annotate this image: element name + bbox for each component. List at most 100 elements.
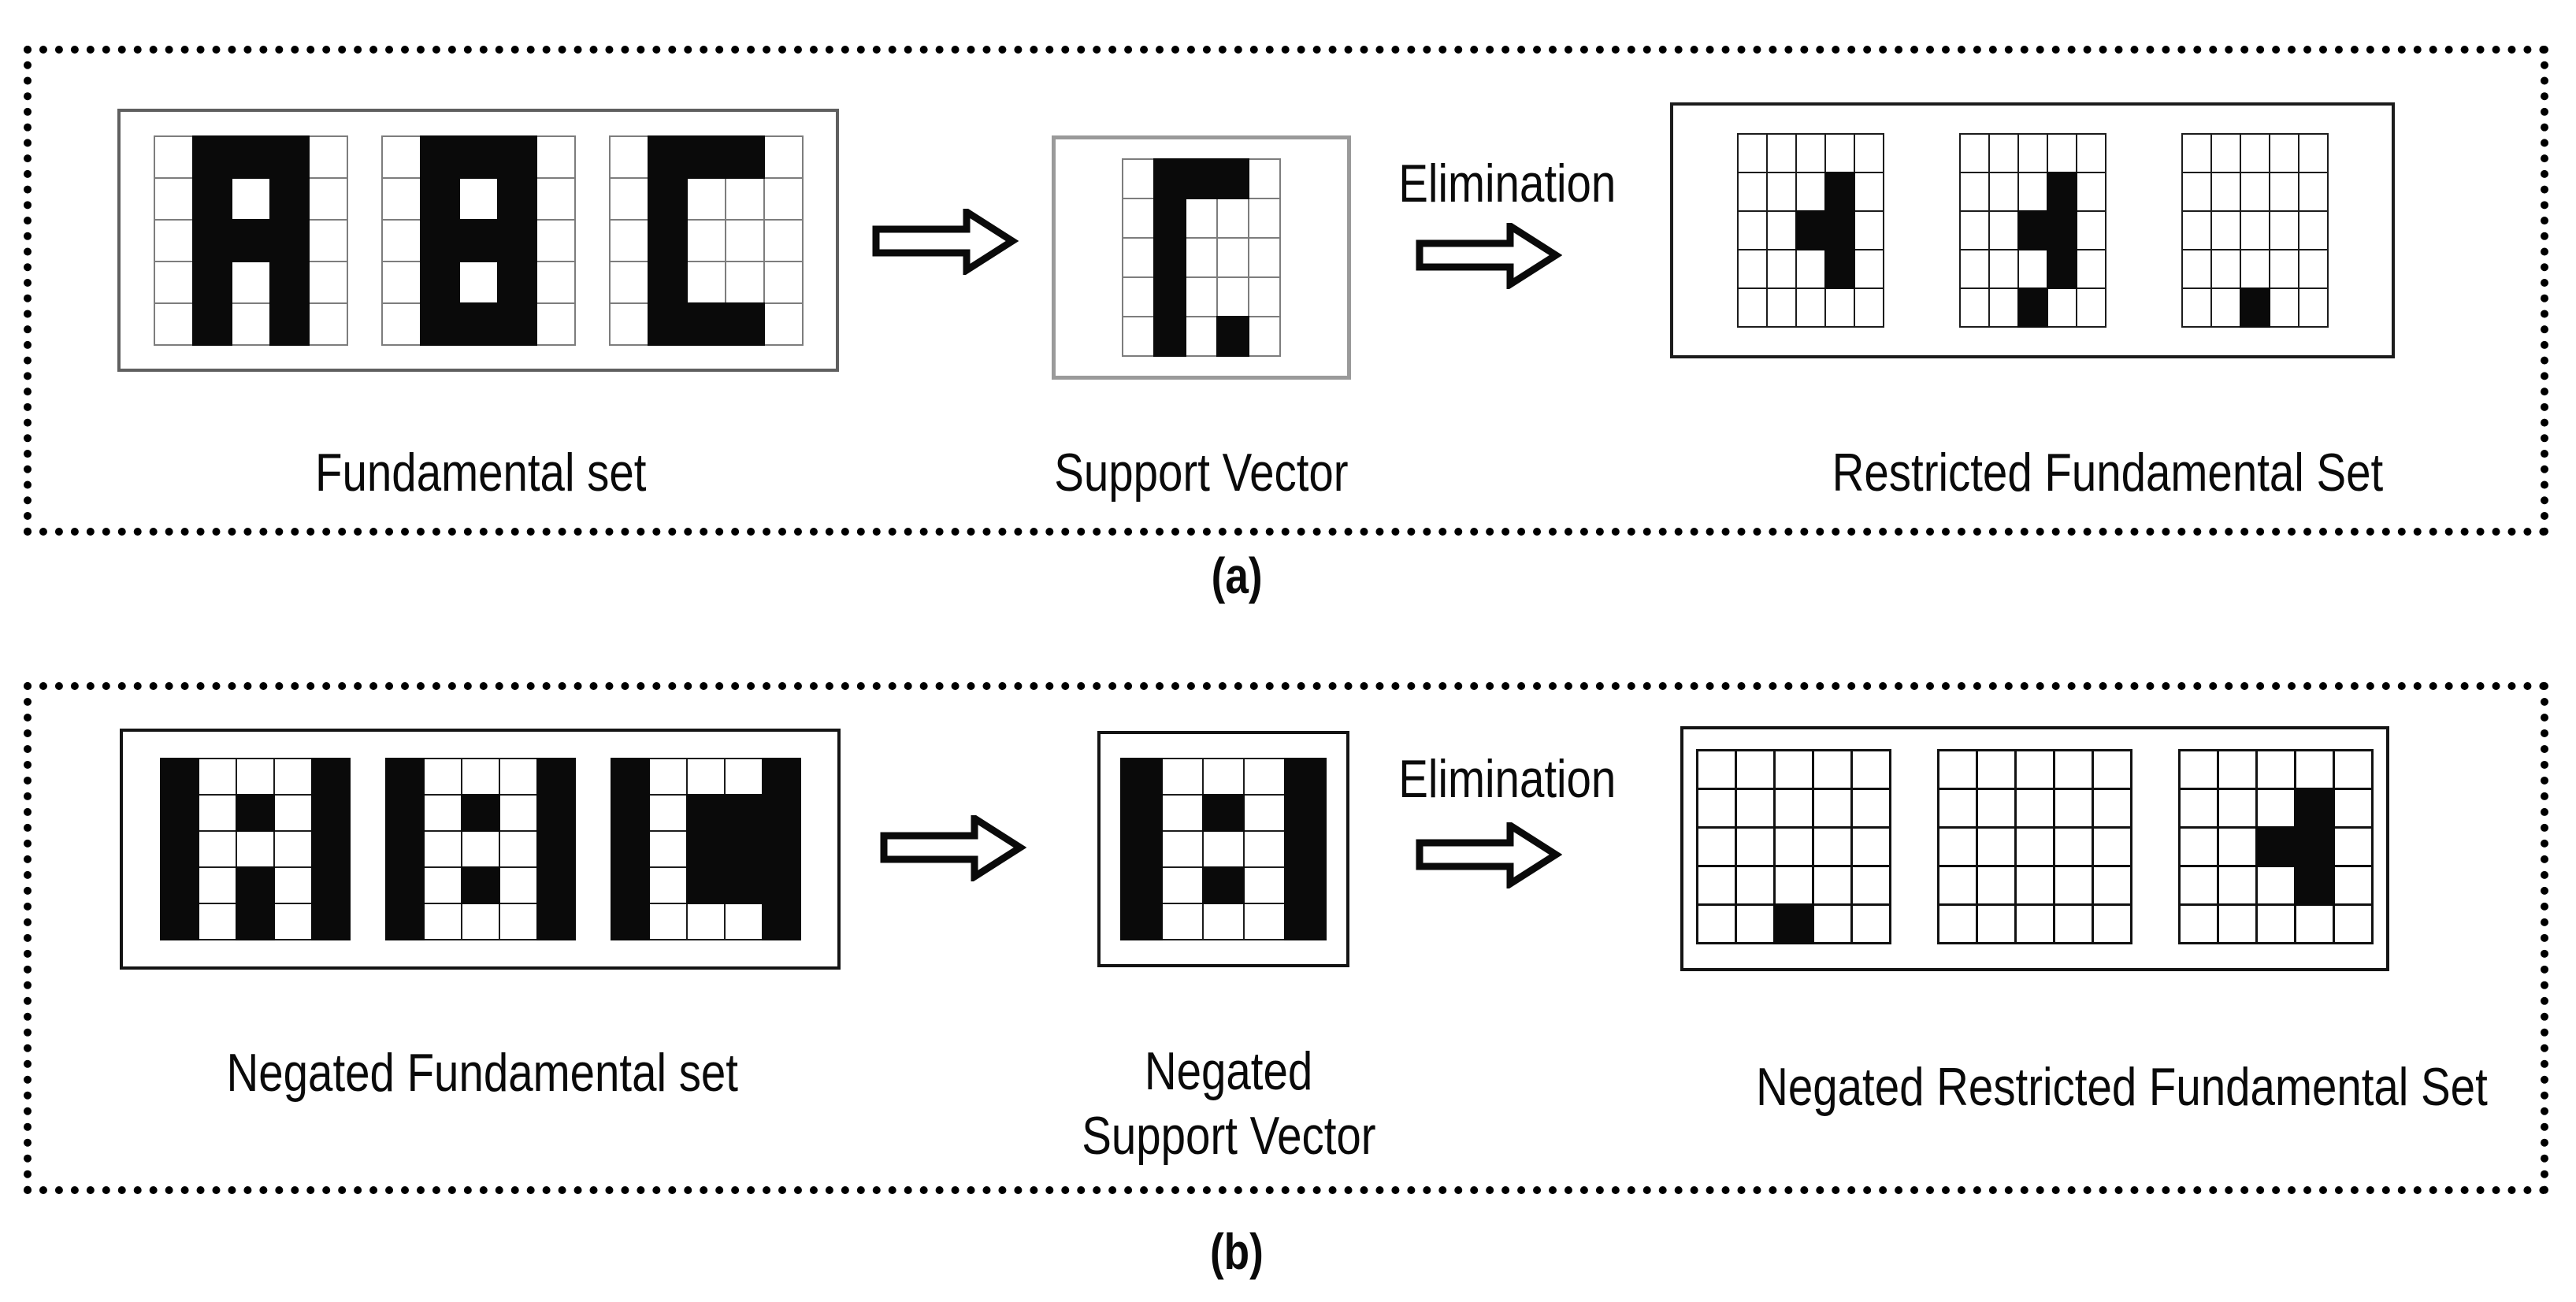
- grid-cell-filled: [1186, 160, 1216, 198]
- grid-cell-empty: [764, 178, 802, 219]
- pixel-grid-negated-restricted-1: [1696, 749, 1891, 944]
- grid-cell-empty: [2055, 906, 2092, 942]
- grid-cell-empty: [1854, 135, 1883, 172]
- grid-cell-filled: [386, 796, 423, 830]
- grid-cell-empty: [1738, 212, 1766, 249]
- fundamental-set-box: [117, 109, 839, 372]
- grid-cell-filled: [1155, 199, 1185, 237]
- grid-cell-filled: [386, 904, 423, 939]
- grid-cell-empty: [309, 136, 347, 177]
- grid-cell-empty: [462, 904, 499, 939]
- grid-cell-empty: [232, 262, 269, 302]
- grid-cell-empty: [2094, 867, 2130, 903]
- grid-cell-empty: [2094, 790, 2130, 826]
- grid-cell-filled: [193, 178, 231, 219]
- grid-cell-empty: [2017, 867, 2053, 903]
- grid-cell-filled: [161, 796, 198, 830]
- grid-cell-empty: [1989, 173, 2017, 210]
- grid-cell-empty: [2270, 289, 2298, 326]
- grid-cell-empty: [1814, 790, 1850, 826]
- grid-cell-filled: [161, 832, 198, 866]
- grid-cell-empty: [1814, 867, 1850, 903]
- grid-cell-empty: [2094, 829, 2130, 865]
- grid-cell-empty: [1245, 832, 1284, 866]
- grid-cell-empty: [1698, 751, 1735, 788]
- grid-cell-filled: [726, 136, 763, 177]
- grid-cell-empty: [1960, 212, 1988, 249]
- elimination-right-arrow-icon: [1416, 223, 1562, 289]
- grid-cell-empty: [1939, 829, 1976, 865]
- grid-cell-filled: [161, 868, 198, 903]
- grid-cell-empty: [462, 832, 499, 866]
- grid-cell-empty: [1186, 239, 1216, 276]
- pixel-grid-negated-restricted-2: [1937, 749, 2132, 944]
- grid-cell-filled: [2258, 829, 2294, 865]
- grid-cell-filled: [763, 904, 800, 939]
- grid-cell-filled: [1776, 906, 1812, 942]
- grid-cell-empty: [764, 262, 802, 302]
- grid-cell-empty: [725, 759, 762, 794]
- grid-cell-empty: [154, 178, 192, 219]
- grid-cell-empty: [1123, 317, 1153, 355]
- grid-cell-empty: [1249, 278, 1279, 316]
- grid-cell-empty: [382, 136, 420, 177]
- grid-cell-empty: [1698, 906, 1735, 942]
- grid-cell-empty: [1698, 829, 1735, 865]
- grid-cell-filled: [1204, 868, 1243, 903]
- grid-cell-empty: [1854, 173, 1883, 210]
- grid-cell-empty: [382, 262, 420, 302]
- grid-cell-empty: [1814, 829, 1850, 865]
- grid-cell-empty: [536, 220, 574, 261]
- elimination-label: Elimination: [1349, 153, 1665, 214]
- grid-cell-empty: [1978, 790, 2014, 826]
- grid-cell-empty: [2270, 173, 2298, 210]
- grid-cell-empty: [424, 904, 461, 939]
- grid-cell-filled: [1286, 759, 1325, 794]
- grid-cell-empty: [1796, 173, 1824, 210]
- grid-cell-empty: [1989, 212, 2017, 249]
- grid-cell-filled: [462, 868, 499, 903]
- grid-cell-empty: [2219, 829, 2255, 865]
- grid-cell-empty: [687, 262, 725, 302]
- grid-cell-filled: [1286, 832, 1325, 866]
- grid-cell-empty: [2296, 906, 2333, 942]
- grid-cell-empty: [1853, 867, 1889, 903]
- grid-cell-empty: [1776, 751, 1812, 788]
- grid-cell-empty: [2047, 289, 2076, 326]
- grid-cell-empty: [2094, 906, 2130, 942]
- grid-cell-empty: [274, 796, 311, 830]
- grid-cell-filled: [193, 262, 231, 302]
- grid-cell-filled: [1286, 904, 1325, 939]
- grid-cell-empty: [2017, 829, 2053, 865]
- grid-cell-filled: [421, 303, 458, 344]
- grid-cell-empty: [1186, 317, 1216, 355]
- grid-cell-empty: [1186, 199, 1216, 237]
- grid-cell-filled: [270, 262, 308, 302]
- grid-cell-empty: [687, 904, 724, 939]
- grid-cell-empty: [1978, 751, 2014, 788]
- grid-cell-empty: [199, 796, 236, 830]
- grid-cell-filled: [1286, 796, 1325, 830]
- elimination-label-text: Elimination: [1397, 154, 1616, 213]
- grid-cell-filled: [725, 868, 762, 903]
- grid-cell-empty: [1123, 199, 1153, 237]
- negated-support-vector-caption-line1: Negated: [1145, 1041, 1313, 1101]
- grid-cell-empty: [2219, 751, 2255, 788]
- grid-cell-empty: [764, 136, 802, 177]
- grid-cell-empty: [1767, 135, 1795, 172]
- grid-cell-filled: [763, 868, 800, 903]
- grid-cell-empty: [649, 796, 686, 830]
- grid-cell-filled: [270, 136, 308, 177]
- grid-cell-filled: [312, 904, 349, 939]
- grid-cell-empty: [499, 759, 536, 794]
- grid-cell-filled: [232, 220, 269, 261]
- grid-cell-filled: [498, 262, 536, 302]
- grid-cell-empty: [462, 759, 499, 794]
- grid-cell-empty: [2017, 751, 2053, 788]
- grid-cell-empty: [382, 303, 420, 344]
- grid-cell-filled: [2047, 250, 2076, 287]
- grid-cell-empty: [232, 303, 269, 344]
- grid-cell-empty: [1249, 199, 1279, 237]
- grid-cell-filled: [498, 220, 536, 261]
- grid-cell-empty: [725, 904, 762, 939]
